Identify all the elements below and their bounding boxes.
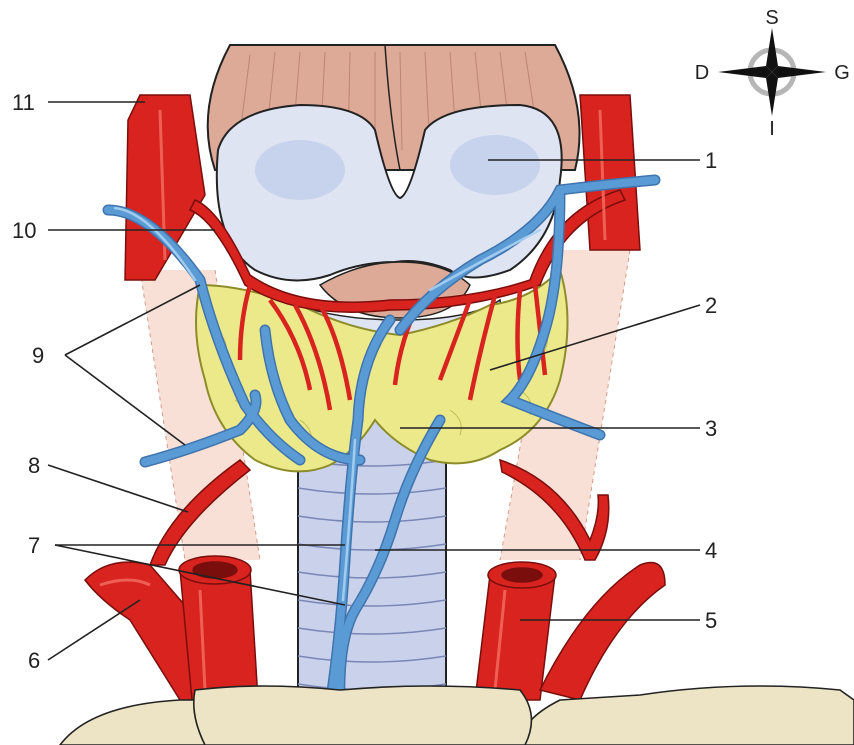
compass-south-label: I — [769, 118, 775, 140]
label-2: 2 — [705, 293, 717, 318]
compass-east-label: G — [834, 62, 850, 84]
label-5: 5 — [705, 608, 717, 633]
label-7: 7 — [28, 533, 40, 558]
orientation-compass: S I D G — [695, 7, 850, 140]
label-3: 3 — [705, 416, 717, 441]
label-1: 1 — [705, 148, 717, 173]
label-4: 4 — [705, 538, 717, 563]
label-11: 11 — [12, 90, 35, 115]
compass-west-label: D — [695, 62, 709, 84]
compass-north-label: S — [765, 7, 778, 29]
label-9: 9 — [32, 343, 44, 368]
label-8: 8 — [28, 453, 40, 478]
label-10: 10 — [12, 218, 36, 243]
label-6: 6 — [28, 648, 40, 673]
